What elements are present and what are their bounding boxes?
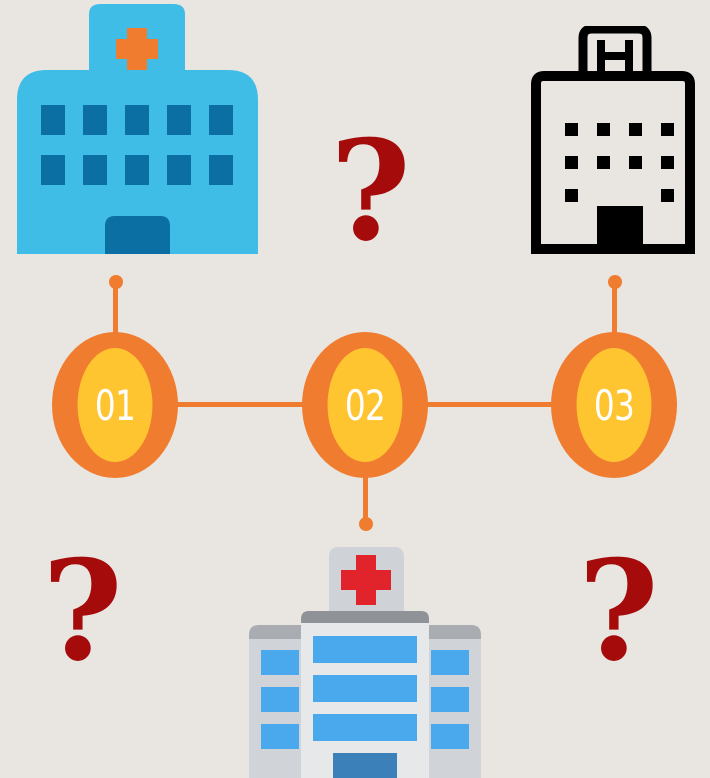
connector-2-dot xyxy=(359,517,373,531)
hospital-outline-icon xyxy=(531,26,695,254)
connector-3-up xyxy=(612,282,617,342)
question-mark-right: ? xyxy=(578,529,659,692)
step-02: 02 xyxy=(302,332,428,478)
step-01: 01 xyxy=(52,332,178,478)
step-01-label: 01 xyxy=(77,348,153,462)
step-03: 03 xyxy=(551,332,677,478)
hospital-multistory-icon xyxy=(249,547,481,778)
connector-1-dot xyxy=(109,275,123,289)
connector-3-dot xyxy=(608,275,622,289)
connector-2-down xyxy=(363,465,368,527)
question-mark-top: ? xyxy=(330,109,411,272)
question-mark-left: ? xyxy=(42,529,123,692)
connector-1-up xyxy=(113,282,118,342)
step-02-label: 02 xyxy=(327,348,403,462)
step-03-label: 03 xyxy=(576,348,652,462)
hospital-blue-icon xyxy=(17,4,258,254)
